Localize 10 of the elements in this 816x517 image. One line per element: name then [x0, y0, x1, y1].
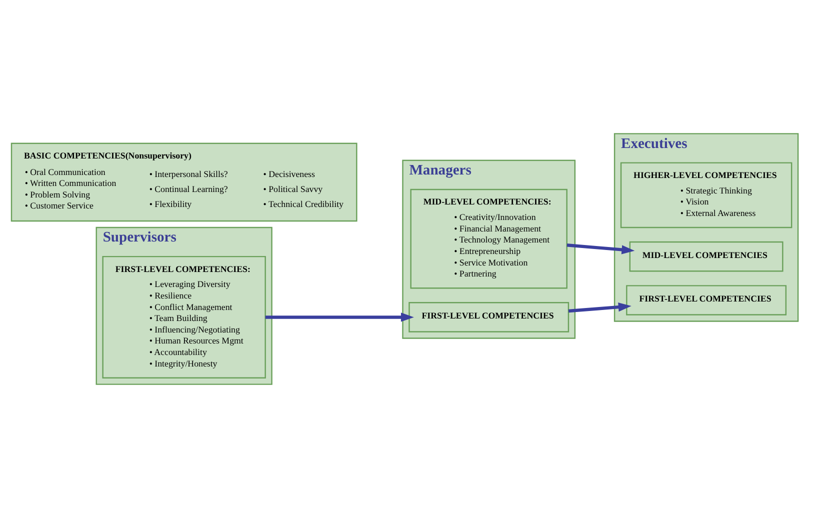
- node-box: FIRST-LEVEL COMPETENCIES: [408, 302, 570, 332]
- arrow: [265, 312, 414, 322]
- node-box: FIRST-LEVEL COMPETENCIES: [626, 284, 787, 315]
- node-box: MID-LEVEL COMPETENCIES: [629, 240, 784, 272]
- node-box: HIGHER-LEVEL COMPETENCIES • Strategic Thinking • Vision • External Awareness: [620, 162, 792, 228]
- node-box: MID-LEVEL COMPETENCIES: • Creativity/Innovation • Financial Management • Technology Management • Entrepreneurship • Service Motivation • Partnering: [410, 188, 568, 288]
- node-box: FIRST-LEVEL COMPETENCIES: • Leveraging Diversity • Resilience • Conflict Management • Team Building • Influencing/Negotiating • Human Resources Mgmt • Accountability • Integrity/Honesty: [102, 255, 266, 378]
- arrow: [566, 243, 635, 254]
- node-box: BASIC COMPETENCIES(Nonsupervisory) • Oral Communication • Written Communication • Problem Solving • Customer Service • Interpersonal Skills? • Continual Learning? • Flexibility • Decisiveness • Political Savvy • Technical Credibility: [10, 142, 358, 222]
- arrow: [568, 302, 632, 312]
